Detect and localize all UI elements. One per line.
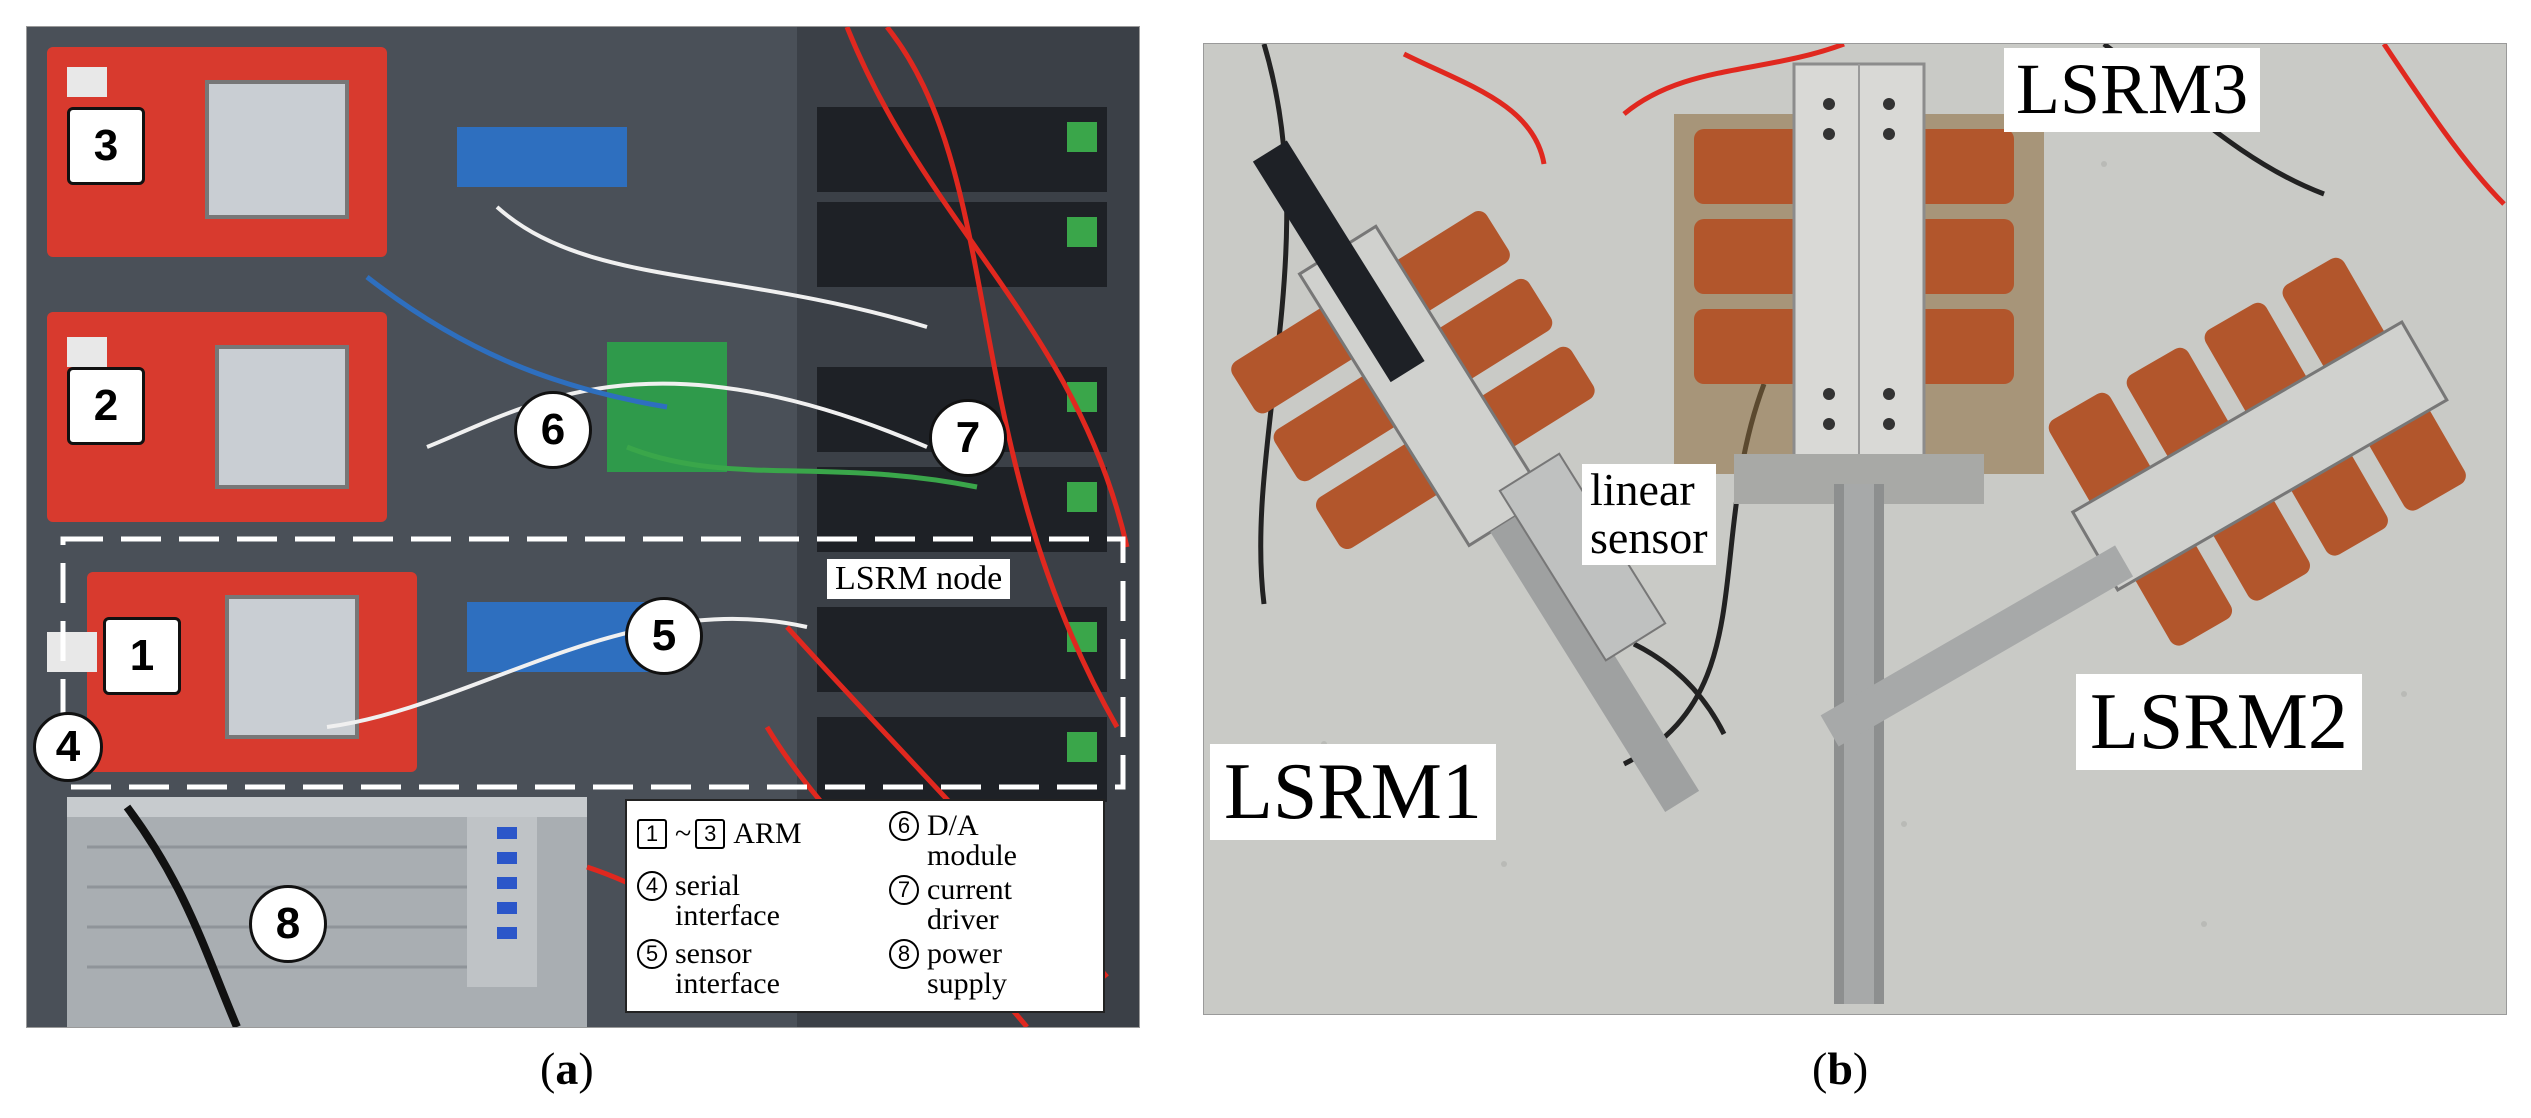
legend-box: 1 ~ 3 ARM 4 serial interface 5 sensor in… <box>625 799 1105 1013</box>
control-cabinet-photo <box>27 27 1139 1027</box>
lsrm1-label: LSRM1 <box>1210 744 1496 840</box>
photo-panel-a: 3 2 1 4 5 6 7 8 LSRM node 1 ~ 3 ARM 4 se… <box>26 26 1140 1028</box>
marker-da-module: 6 <box>514 391 592 469</box>
marker-arm-2: 2 <box>67 367 145 445</box>
lsrm2-motor <box>1820 257 2466 747</box>
legend-da: 6 D/A module <box>889 811 1017 871</box>
legend-arm: 1 ~ 3 ARM <box>637 819 802 849</box>
lsrm-node-boundary <box>60 536 1126 790</box>
marker-serial-interface: 4 <box>33 712 103 782</box>
linear-sensor-label: linear sensor <box>1582 464 1716 565</box>
caption-a: (a) <box>540 1043 594 1094</box>
serial-module-top <box>457 127 627 187</box>
legend-power: 8 power supply <box>889 939 1007 999</box>
lsrm3-label: LSRM3 <box>2004 48 2261 132</box>
legend-sensor: 5 sensor interface <box>637 939 780 999</box>
lsrm2-label: LSRM2 <box>2076 674 2362 770</box>
marker-current-driver: 7 <box>929 399 1007 477</box>
legend-current: 7 current driver <box>889 875 1012 935</box>
lsrm-node-label: LSRM node <box>827 559 1011 599</box>
marker-sensor-interface: 5 <box>625 597 703 675</box>
legend-serial: 4 serial interface <box>637 871 780 931</box>
marker-arm-3: 3 <box>67 107 145 185</box>
marker-power-supply: 8 <box>249 885 327 963</box>
lsrm3-motor <box>1674 62 2044 1004</box>
lsrm1-motor <box>1231 140 1700 813</box>
arm-board-3 <box>47 47 387 257</box>
marker-arm-1: 1 <box>103 617 181 695</box>
arm-board-2 <box>47 312 387 522</box>
motor-setup-photo <box>1204 44 2506 1014</box>
caption-b: (b) <box>1812 1043 1869 1094</box>
photo-panel-b: LSRM1 LSRM2 LSRM3 linear sensor <box>1203 43 2507 1015</box>
